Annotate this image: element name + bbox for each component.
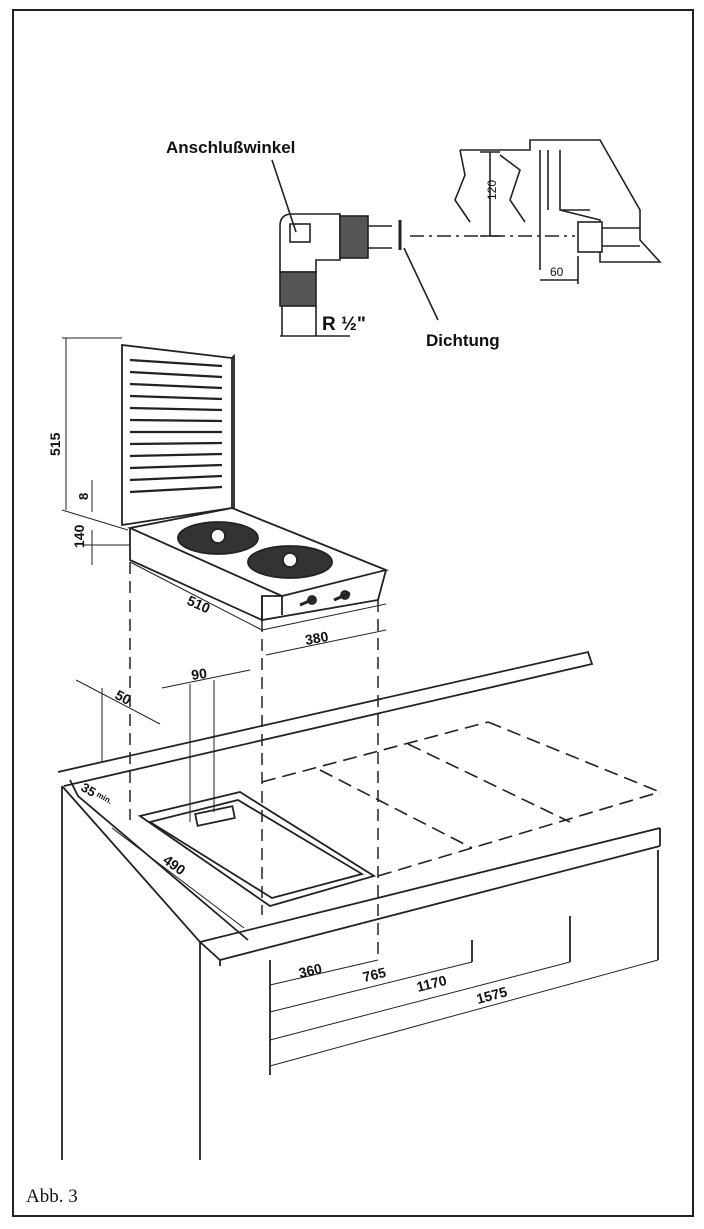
dim-765: 765	[361, 964, 388, 985]
label-seal: Dichtung	[426, 331, 500, 350]
dim-515: 515	[47, 432, 63, 456]
dim-360: 360	[297, 960, 324, 981]
hob-unit	[61, 337, 389, 656]
dim-90: 90	[190, 665, 208, 683]
dim-490: 490	[160, 851, 188, 878]
dim-8: 8	[76, 493, 91, 500]
dim-1170: 1170	[415, 972, 449, 995]
extension-dashed	[261, 721, 661, 877]
dim-1575: 1575	[475, 983, 509, 1007]
dim-50: 50	[113, 687, 134, 709]
dim-140: 140	[71, 524, 87, 548]
connector-detail	[271, 139, 662, 337]
dim-min: min.	[95, 790, 114, 806]
alignment-lines	[129, 562, 379, 960]
dim-60: 60	[550, 265, 564, 279]
label-thread: R ½"	[322, 314, 366, 335]
dim-120: 120	[485, 180, 499, 200]
border	[12, 9, 694, 1217]
dim-380: 380	[304, 628, 330, 648]
label-connector: Anschlußwinkel	[166, 138, 295, 157]
figure-caption: Abb. 3	[26, 1186, 78, 1207]
dim-35: 35	[79, 780, 99, 800]
worktop	[57, 650, 661, 1160]
